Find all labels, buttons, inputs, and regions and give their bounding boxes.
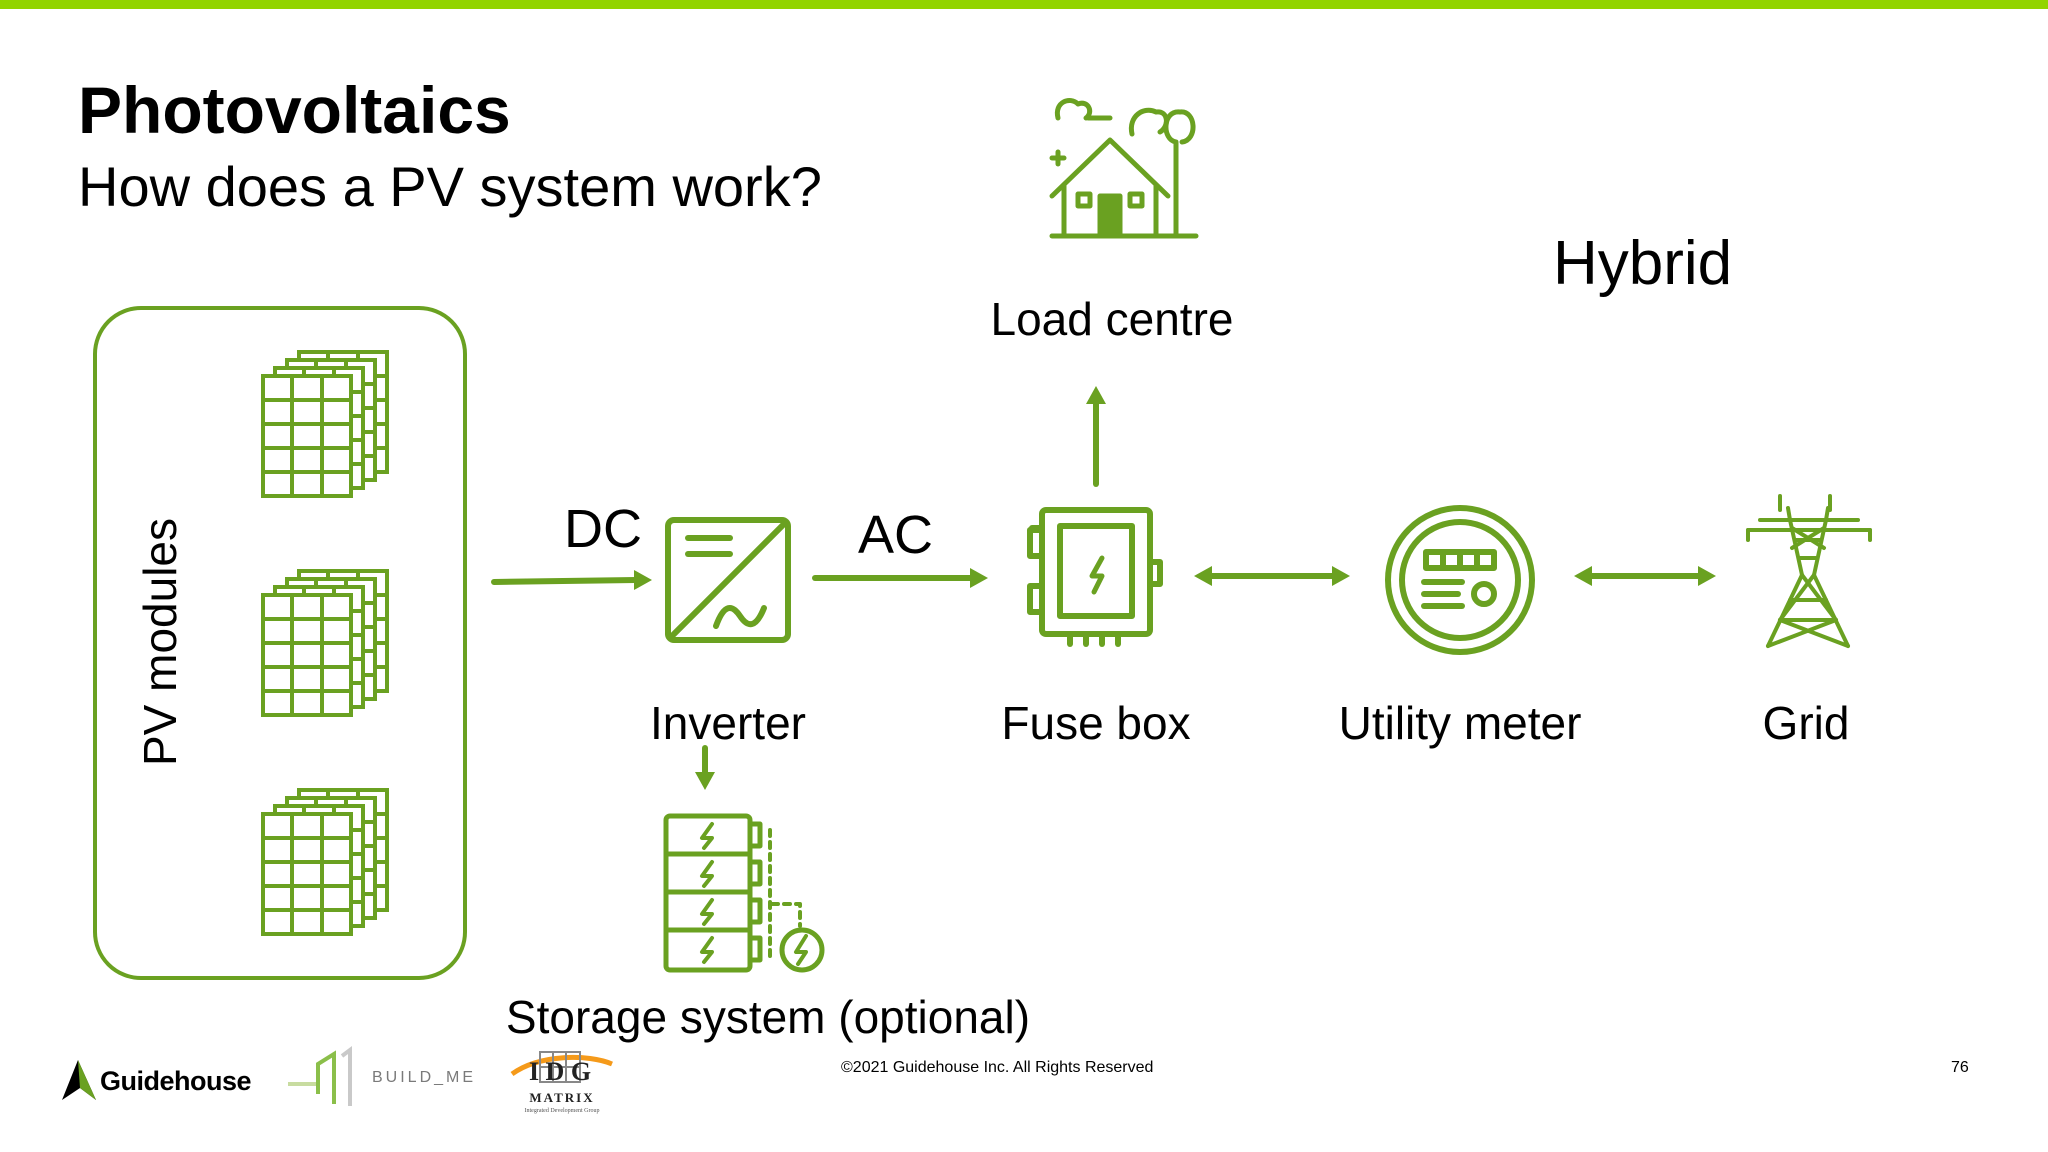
inverter-label: Inverter	[650, 697, 806, 749]
dc-arrow	[491, 570, 652, 590]
guidehouse-logo-text: Guidehouse	[100, 1066, 252, 1096]
meter-grid-arrow	[1574, 566, 1716, 586]
ac-label: AC	[858, 505, 934, 565]
system-mode-label: Hybrid	[1553, 229, 1733, 298]
transmission-tower-icon	[1746, 494, 1872, 648]
slide-subtitle: How does a PV system work?	[78, 155, 822, 218]
build-me-logo-text: BUILD_ME	[372, 1069, 477, 1086]
dc-label: DC	[564, 499, 642, 559]
fusebox-meter-arrow	[1194, 566, 1350, 586]
fuse-box-icon	[1027, 507, 1163, 647]
utility-meter-icon	[1385, 505, 1535, 655]
storage-arrow	[695, 745, 715, 790]
top-accent-bar	[0, 0, 2048, 9]
solar-panel-icon	[263, 352, 387, 496]
idg-matrix-logo: I D G MATRIX Integrated Development Grou…	[510, 1051, 613, 1114]
ac-arrow	[812, 568, 988, 588]
load-arrow	[1086, 386, 1106, 487]
battery-storage-icon	[663, 813, 825, 973]
house-icon	[1049, 98, 1199, 239]
idg-tagline: Integrated Development Group	[525, 1108, 600, 1114]
page-number: 76	[1951, 1059, 1969, 1076]
slide-title: Photovoltaics	[78, 73, 511, 147]
load-centre-label: Load centre	[990, 293, 1234, 345]
inverter-icon	[665, 517, 791, 643]
storage-system-label: Storage system (optional)	[505, 991, 1031, 1043]
pv-modules-container	[93, 306, 467, 980]
idg-matrix-text: MATRIX	[529, 1090, 594, 1105]
pv-modules-label: PV modules	[134, 517, 186, 767]
copyright-notice: ©2021 Guidehouse Inc. All Rights Reserve…	[841, 1059, 1154, 1076]
fuse-box-label: Fuse box	[1001, 697, 1191, 749]
solar-panel-icon	[263, 790, 387, 934]
idg-letters: I D G	[529, 1057, 591, 1086]
build-me-logo-mark	[288, 1046, 352, 1106]
grid-label: Grid	[1762, 697, 1850, 749]
solar-panel-icon	[263, 571, 387, 715]
utility-meter-label: Utility meter	[1338, 697, 1582, 749]
